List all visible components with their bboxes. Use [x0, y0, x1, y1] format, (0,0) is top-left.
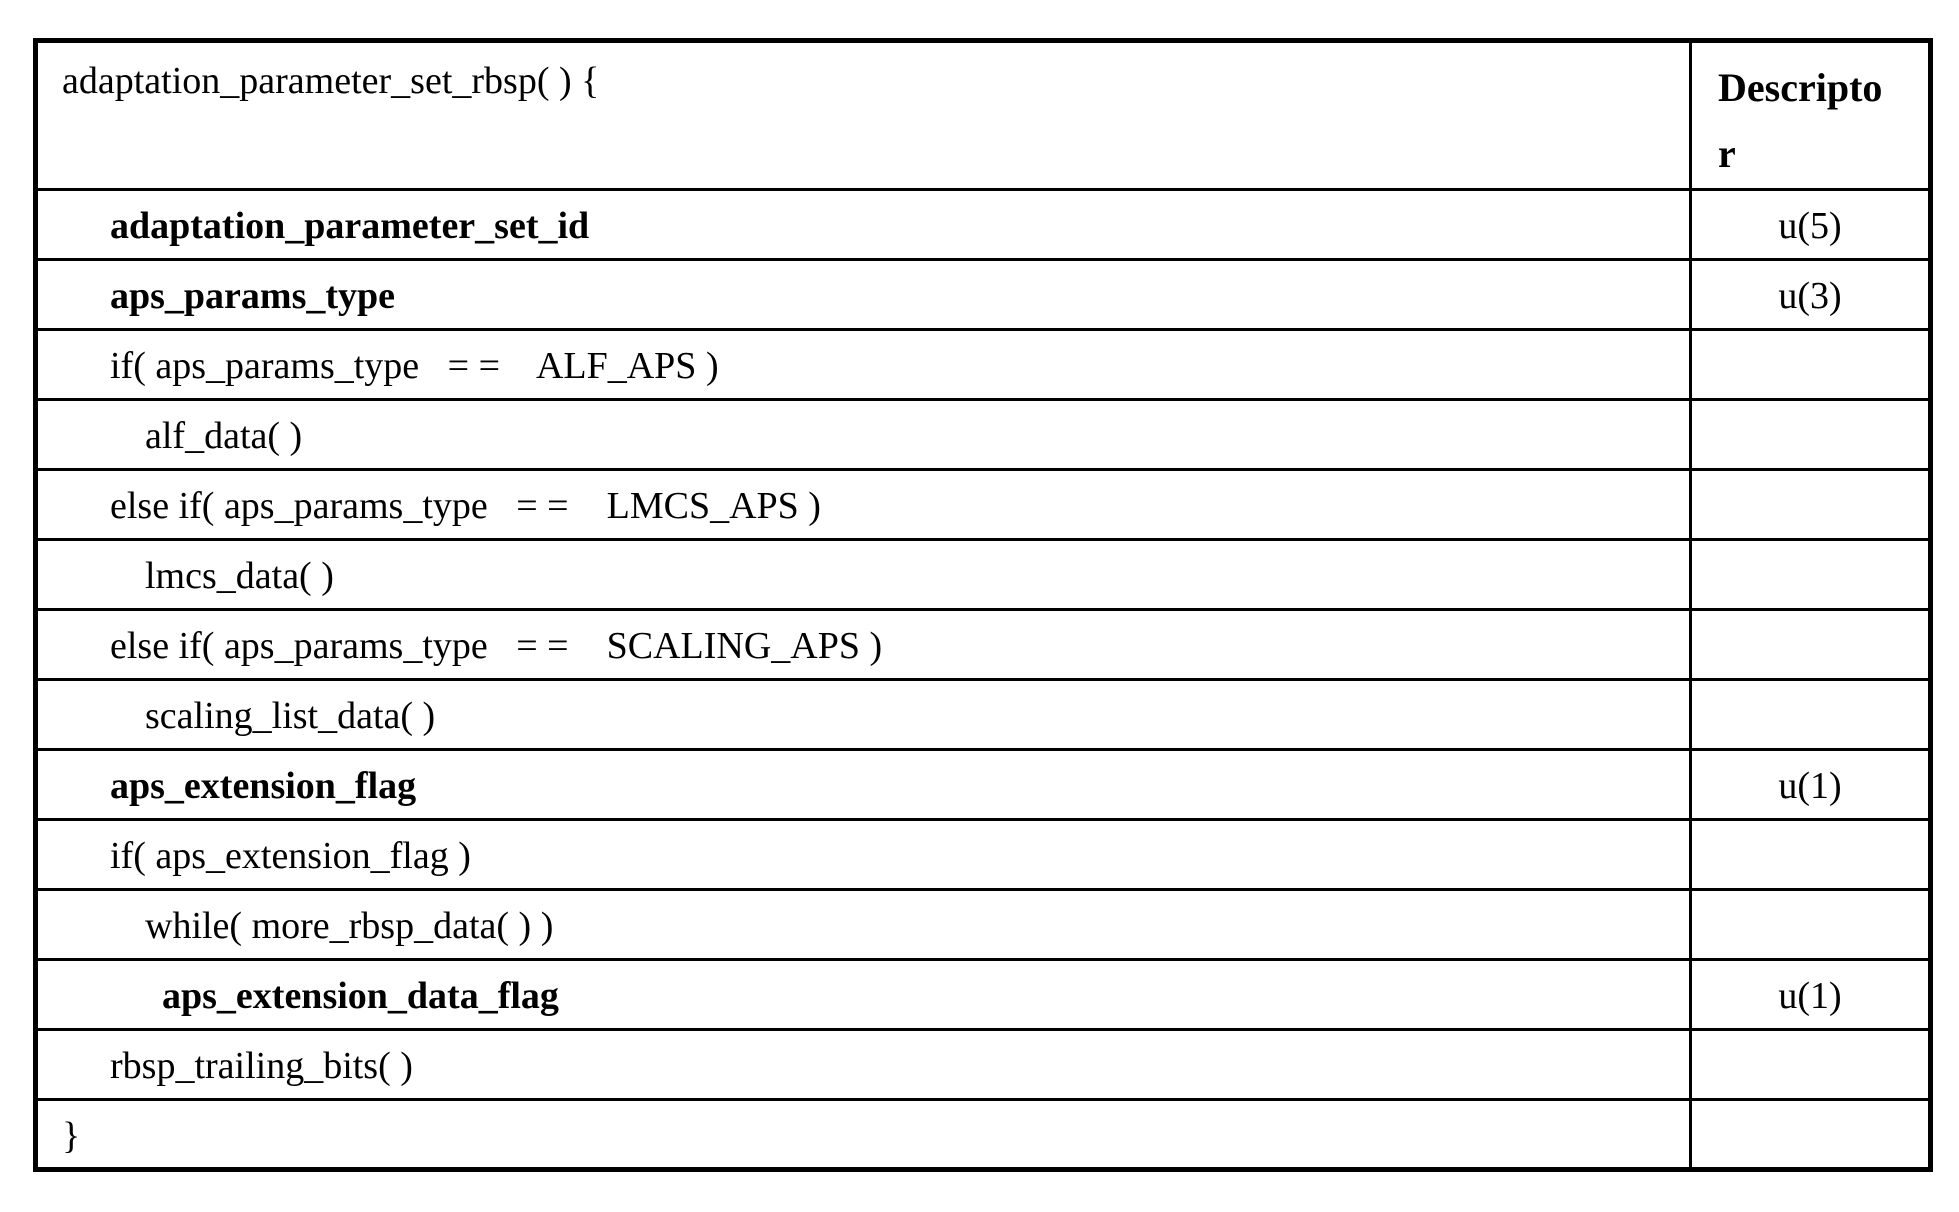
table-row: adaptation_parameter_set_id u(5) — [34, 188, 1932, 261]
descriptor-cell: u(5) — [1689, 188, 1932, 261]
syntax-cell: if( aps_params_type = = ALF_APS ) — [34, 328, 1692, 401]
descriptor-cell — [1689, 398, 1932, 471]
syntax-cell: aps_extension_data_flag — [34, 958, 1692, 1031]
syntax-cell: lmcs_data( ) — [34, 538, 1692, 611]
syntax-cell: } — [34, 1098, 1692, 1171]
syntax-header-cell: adaptation_parameter_set_rbsp( ) { — [34, 39, 1692, 191]
syntax-cell: while( more_rbsp_data( ) ) — [34, 888, 1692, 961]
descriptor-header-cell: Descripto r — [1689, 39, 1932, 191]
table-row: aps_extension_flag u(1) — [34, 748, 1932, 821]
descriptor-cell — [1689, 1098, 1932, 1171]
descriptor-cell: u(1) — [1689, 958, 1932, 1031]
syntax-cell: aps_params_type — [34, 258, 1692, 331]
descriptor-header-line2: r — [1718, 131, 1736, 176]
syntax-cell: scaling_list_data( ) — [34, 678, 1692, 751]
table-row: lmcs_data( ) — [34, 538, 1932, 611]
syntax-cell: else if( aps_params_type = = SCALING_APS… — [34, 608, 1692, 681]
syntax-table-container: adaptation_parameter_set_rbsp( ) { Descr… — [33, 38, 1933, 1172]
syntax-cell: aps_extension_flag — [34, 748, 1692, 821]
table-row: aps_extension_data_flag u(1) — [34, 958, 1932, 1031]
table-row: alf_data( ) — [34, 398, 1932, 471]
syntax-cell: rbsp_trailing_bits( ) — [34, 1028, 1692, 1101]
table-header-row: adaptation_parameter_set_rbsp( ) { Descr… — [34, 39, 1932, 191]
table-row: if( aps_params_type = = ALF_APS ) — [34, 328, 1932, 401]
descriptor-cell — [1689, 888, 1932, 961]
descriptor-cell: u(1) — [1689, 748, 1932, 821]
table-row: aps_params_type u(3) — [34, 258, 1932, 331]
descriptor-cell — [1689, 818, 1932, 891]
table-row: scaling_list_data( ) — [34, 678, 1932, 751]
descriptor-header-line1: Descripto — [1718, 65, 1883, 110]
descriptor-cell — [1689, 328, 1932, 401]
syntax-cell: else if( aps_params_type = = LMCS_APS ) — [34, 468, 1692, 541]
table-row: while( more_rbsp_data( ) ) — [34, 888, 1932, 961]
descriptor-cell — [1689, 678, 1932, 751]
table-row: else if( aps_params_type = = SCALING_APS… — [34, 608, 1932, 681]
descriptor-cell — [1689, 608, 1932, 681]
table-row: else if( aps_params_type = = LMCS_APS ) — [34, 468, 1932, 541]
descriptor-cell — [1689, 468, 1932, 541]
descriptor-cell — [1689, 1028, 1932, 1101]
syntax-cell: adaptation_parameter_set_id — [34, 188, 1692, 261]
table-row: if( aps_extension_flag ) — [34, 818, 1932, 891]
descriptor-cell: u(3) — [1689, 258, 1932, 331]
syntax-cell: alf_data( ) — [34, 398, 1692, 471]
aps-syntax-table: adaptation_parameter_set_rbsp( ) { Descr… — [33, 38, 1933, 1172]
descriptor-cell — [1689, 538, 1932, 611]
table-row: } — [34, 1098, 1932, 1171]
syntax-cell: if( aps_extension_flag ) — [34, 818, 1692, 891]
table-row: rbsp_trailing_bits( ) — [34, 1028, 1932, 1101]
